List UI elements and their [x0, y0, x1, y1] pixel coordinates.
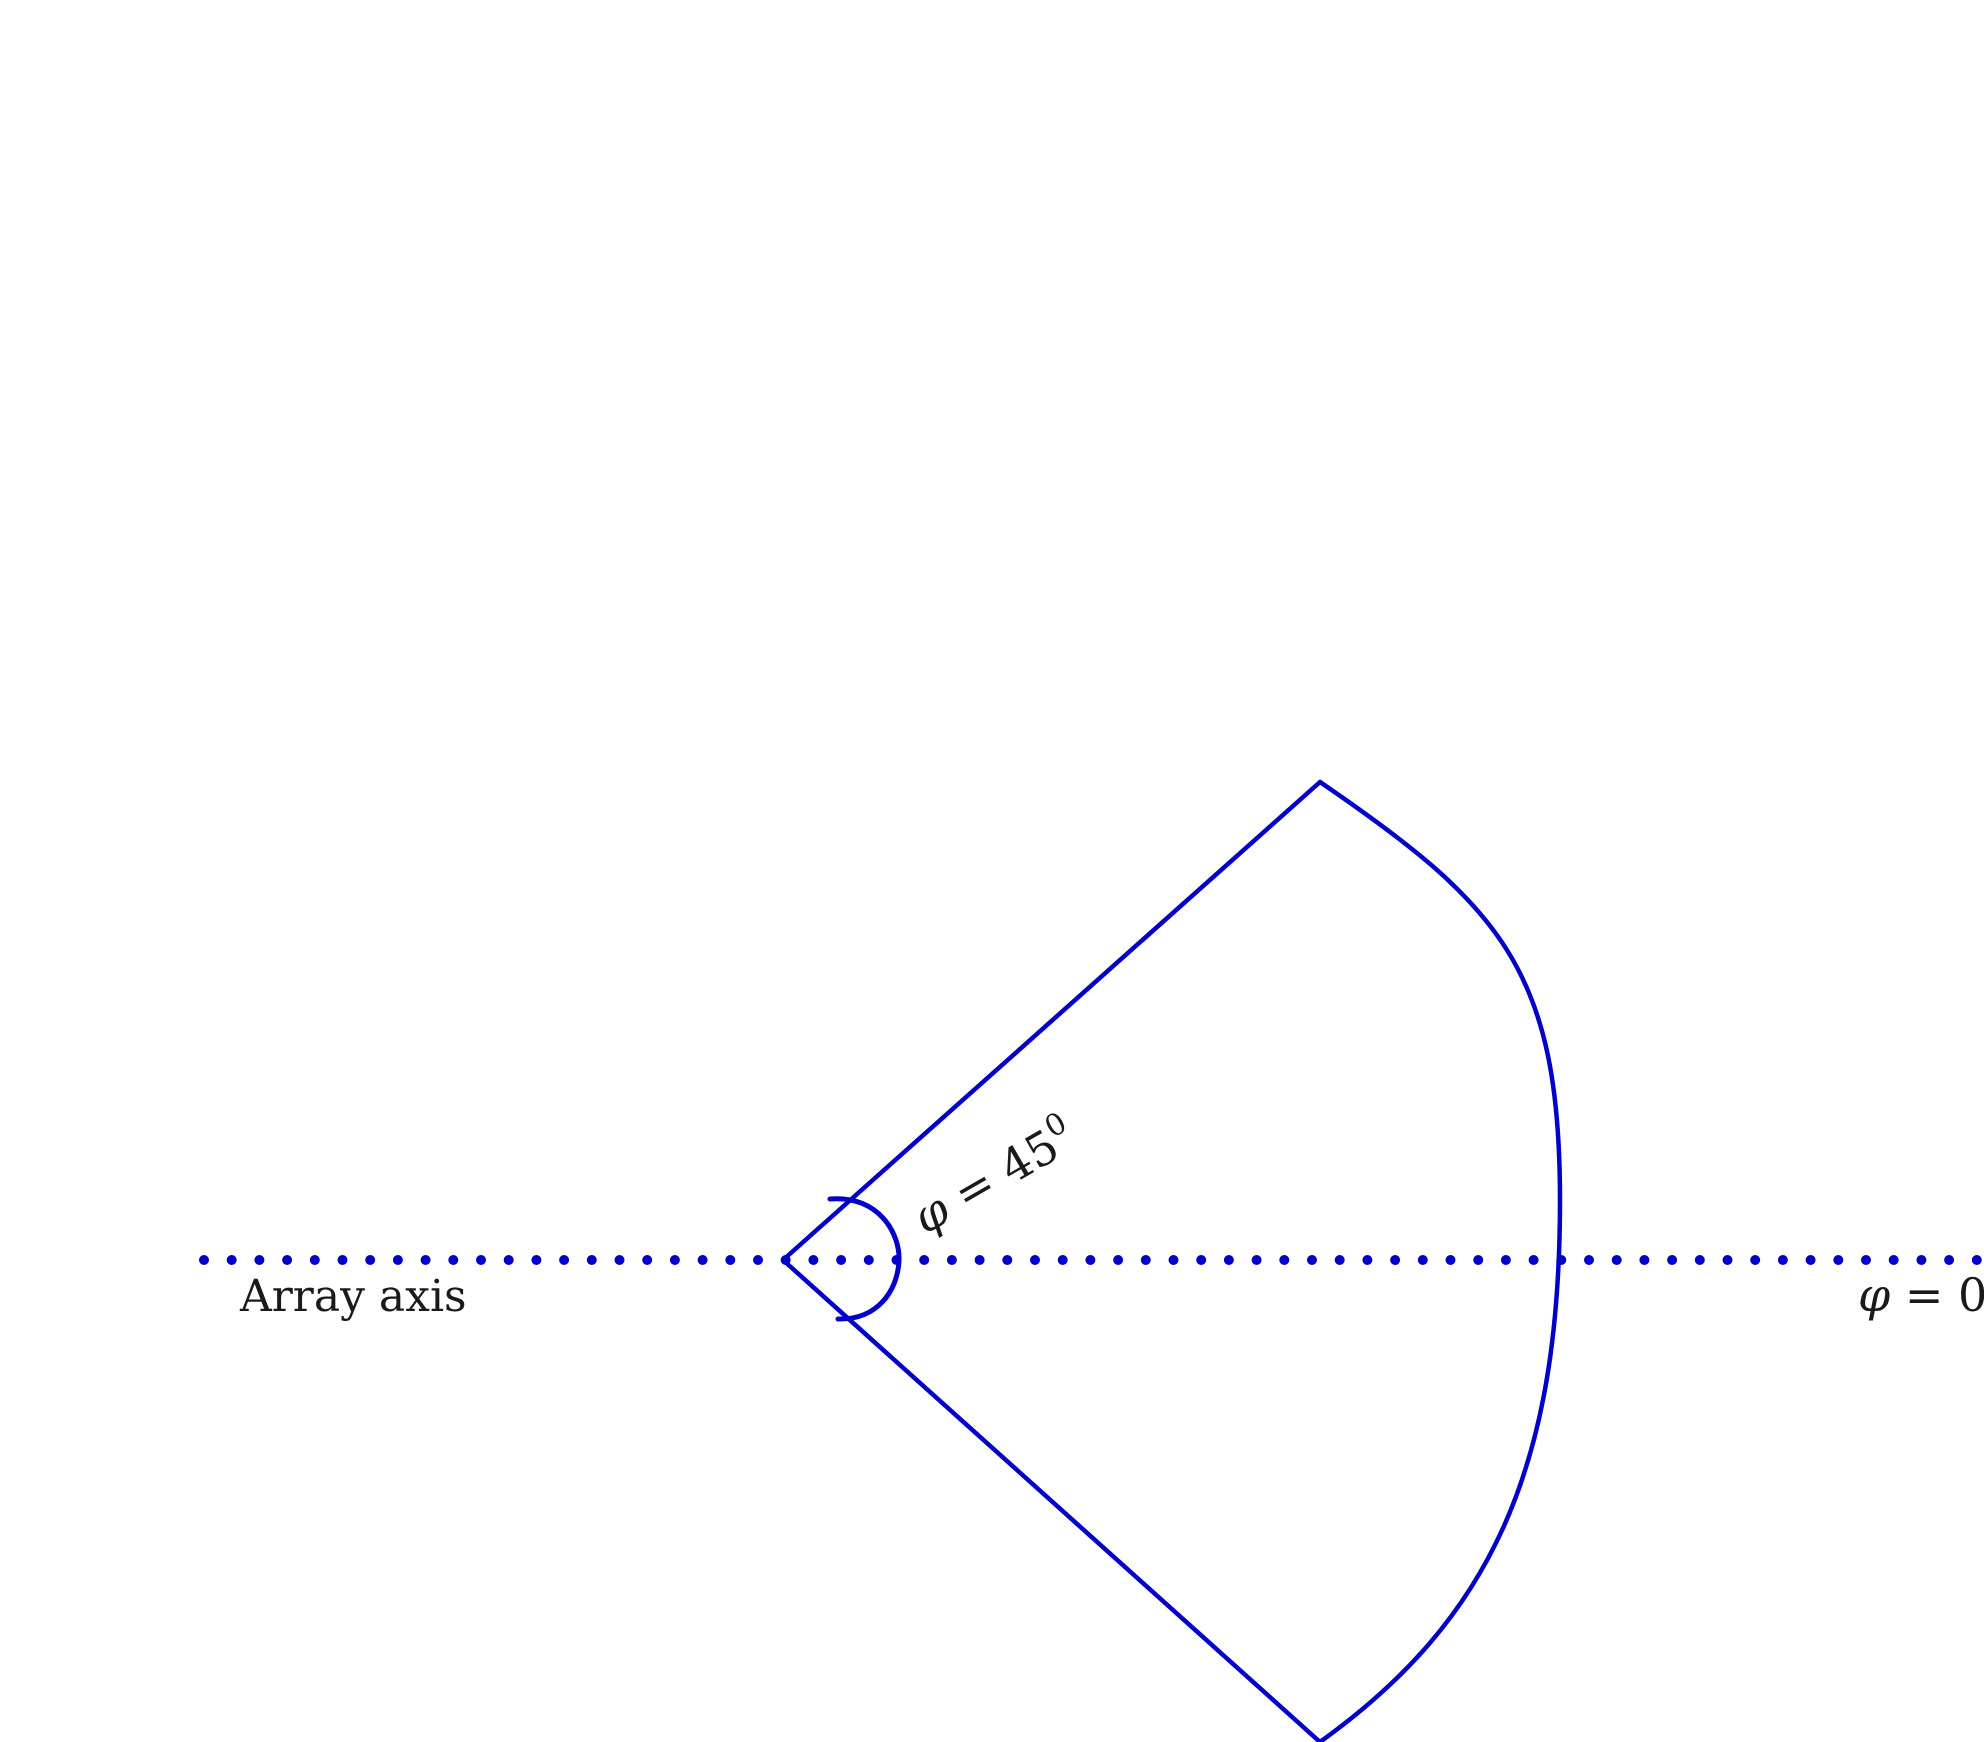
sector-lower-edge: [780, 1257, 1323, 1742]
array-axis-label: Array axis: [239, 1271, 467, 1322]
zero-equals: =: [1890, 1268, 1958, 1322]
angle-label: φ = 450: [902, 1105, 1085, 1244]
zero-angle-label: φ = 0: [1858, 1268, 1984, 1322]
zero-value: 0: [1958, 1268, 1984, 1322]
beam-outer-curve: [1317, 779, 1563, 1742]
sector-upper-edge: [780, 779, 1323, 1263]
zero-phi-symbol: φ: [1858, 1268, 1891, 1322]
angle-arc: [827, 1196, 902, 1322]
